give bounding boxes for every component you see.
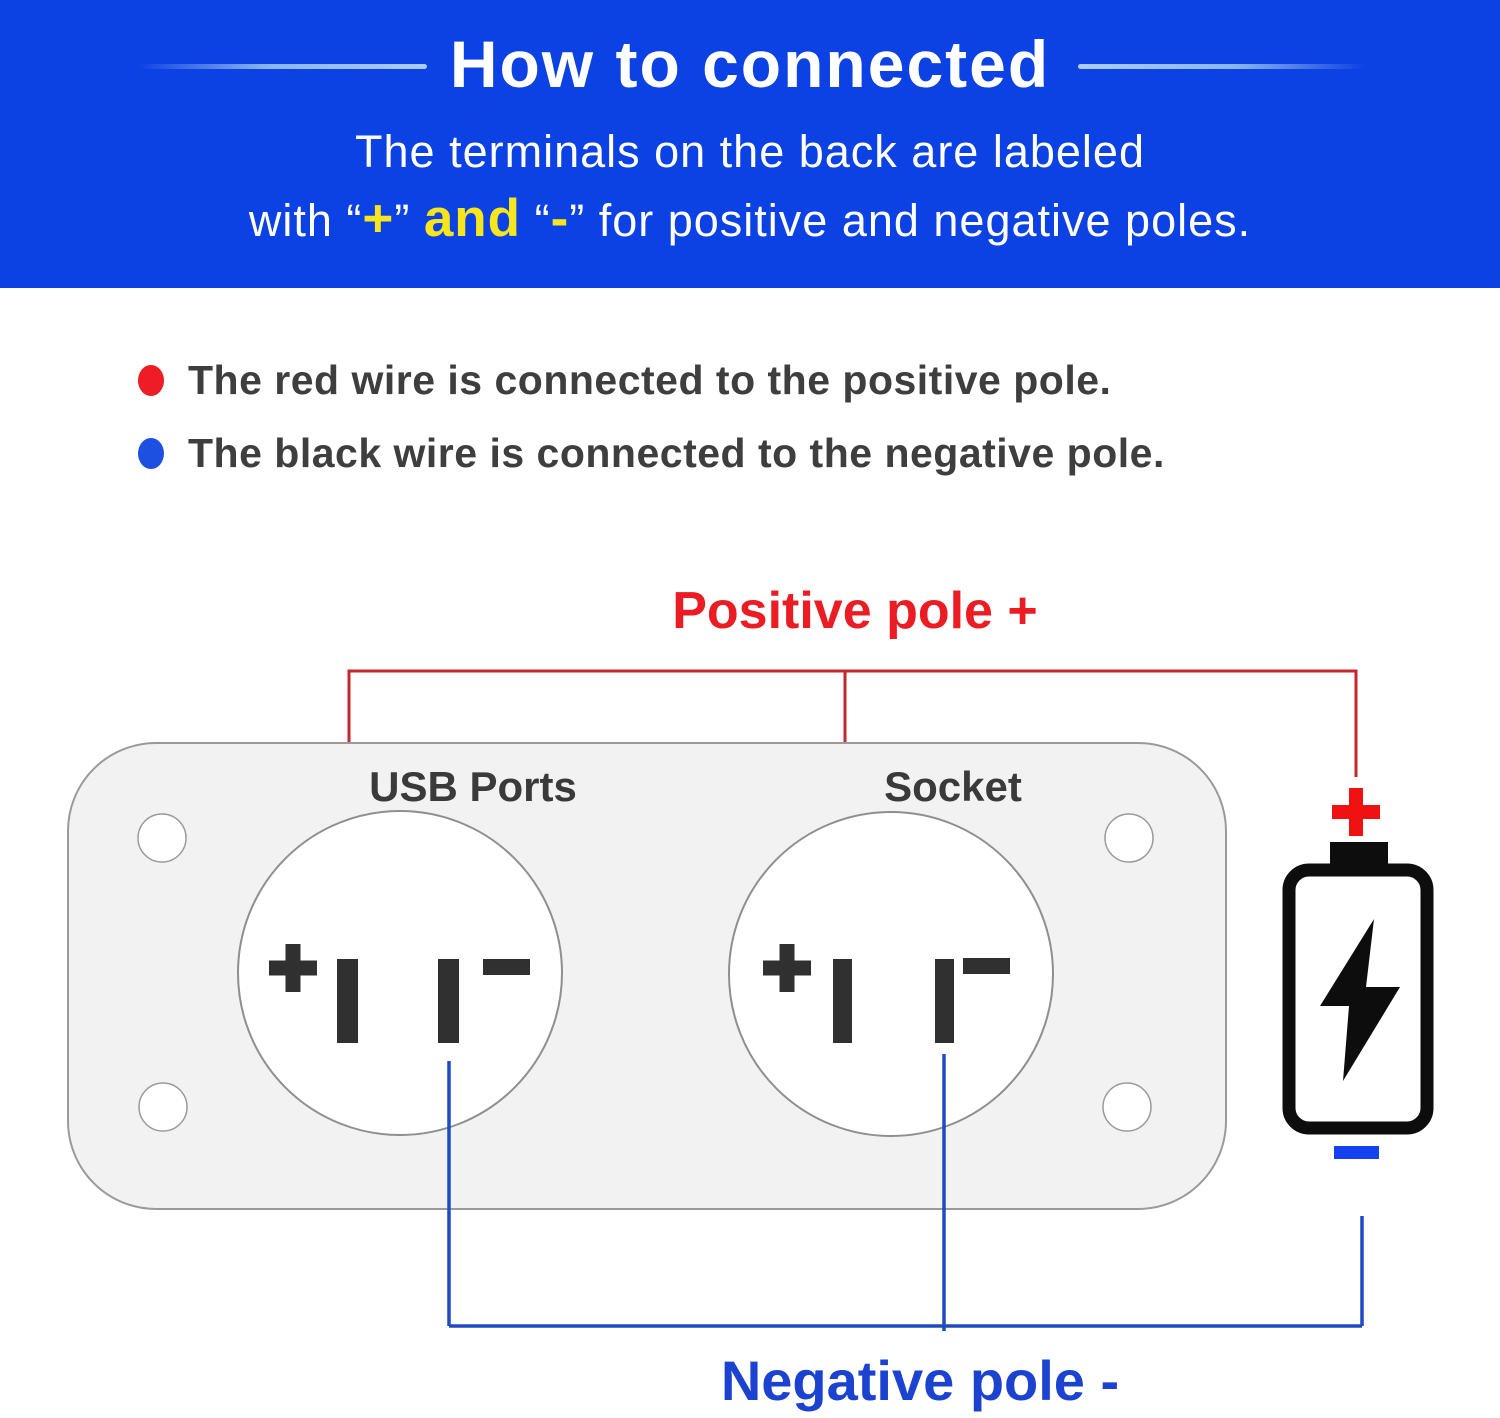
minus-highlight: - — [550, 189, 570, 248]
negative-terminal-pin — [935, 959, 954, 1043]
lightning-bolt-icon — [1320, 919, 1400, 1081]
plus-highlight: + — [362, 189, 395, 248]
minus-sign-icon — [963, 958, 1010, 974]
usb-port-terminals — [269, 944, 530, 1043]
positive-terminal-pin — [337, 959, 358, 1043]
socket-label: Socket — [884, 763, 1022, 810]
socket-terminals — [763, 944, 1010, 1043]
title-divider-right — [1078, 64, 1365, 69]
header-banner: How to connected The terminals on the ba… — [0, 0, 1500, 288]
plus-sign-icon — [763, 944, 811, 992]
battery-icon — [1282, 788, 1434, 1159]
subtitle-line1: The terminals on the back are labeled — [355, 126, 1145, 177]
red-wire-note-text: The red wire is connected to the positiv… — [188, 356, 1112, 403]
battery-cap — [1330, 842, 1388, 866]
battery-plus-icon — [1332, 788, 1380, 836]
negative-terminal-pin — [438, 959, 459, 1043]
subtitle-segment: with “ — [248, 195, 363, 246]
wiring-diagram: Positive pole + USB Ports Socket — [67, 582, 1434, 1412]
mounting-plate: USB Ports Socket — [67, 742, 1227, 1210]
blue-bullet-icon — [138, 437, 164, 469]
subtitle-line2: with “+” and “-” for positive and negati… — [0, 192, 1500, 247]
black-wire-note: The black wire is connected to the negat… — [138, 429, 1165, 476]
usb-ports-label: USB Ports — [369, 763, 577, 810]
subtitle-segment: ” — [569, 195, 586, 246]
subtitle-segment: ” — [394, 195, 424, 246]
mounting-hole-top-right — [1104, 813, 1154, 863]
red-bullet-icon — [138, 364, 164, 396]
black-wire-note-text: The black wire is connected to the negat… — [188, 429, 1165, 476]
plus-sign-icon — [269, 944, 317, 992]
positive-pole-label: Positive pole + — [672, 582, 1038, 640]
page-title: How to connected — [449, 27, 1051, 101]
negative-pole-label: Negative pole - — [721, 1349, 1119, 1412]
mounting-hole-bottom-left — [138, 1082, 188, 1132]
mounting-hole-bottom-right — [1102, 1082, 1152, 1132]
subtitle-segment: for positive and negative poles. — [585, 195, 1252, 246]
minus-sign-icon — [483, 959, 530, 975]
title-divider-left — [137, 64, 427, 69]
mounting-hole-top-left — [137, 813, 187, 863]
socket-opening — [728, 811, 1054, 1137]
red-wire-note: The red wire is connected to the positiv… — [138, 356, 1112, 403]
subtitle-segment: “ — [521, 195, 551, 246]
usb-port-opening — [237, 810, 563, 1136]
battery-minus-icon — [1334, 1146, 1379, 1159]
and-highlight: and — [423, 189, 522, 248]
positive-terminal-pin — [833, 959, 852, 1043]
